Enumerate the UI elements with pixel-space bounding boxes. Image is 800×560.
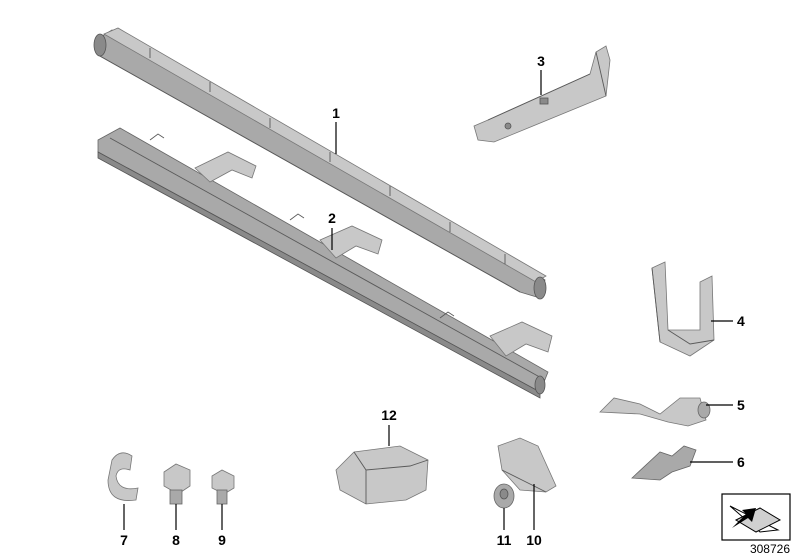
callout-12: 12 bbox=[381, 407, 397, 423]
callout-1: 1 bbox=[332, 105, 340, 121]
callout-6: 6 bbox=[737, 454, 745, 470]
part-11-grommet[interactable] bbox=[493, 483, 515, 509]
callout-4: 4 bbox=[737, 313, 745, 329]
part-1-cable-duct[interactable] bbox=[93, 27, 547, 300]
part-3-bracket[interactable] bbox=[473, 45, 611, 143]
part-12-cap[interactable] bbox=[335, 445, 429, 505]
part-9-bolt[interactable] bbox=[211, 469, 235, 505]
leader-lines bbox=[123, 70, 733, 530]
callout-8: 8 bbox=[172, 532, 180, 548]
part-7-clip[interactable] bbox=[107, 452, 139, 501]
part-8-bolt[interactable] bbox=[163, 463, 191, 505]
callout-7: 7 bbox=[120, 532, 128, 548]
callout-2: 2 bbox=[328, 210, 336, 226]
part-6-holder[interactable] bbox=[631, 445, 697, 481]
part-4-u-clip[interactable] bbox=[651, 261, 715, 357]
arrow-cut-corner-icon bbox=[721, 493, 791, 541]
callout-10: 10 bbox=[526, 532, 542, 548]
part-2-cable-rail[interactable] bbox=[97, 127, 553, 399]
callout-labels: 1 2 3 4 5 6 7 8 9 10 11 12 bbox=[120, 53, 745, 548]
callout-5: 5 bbox=[737, 397, 745, 413]
part-5-bracket[interactable] bbox=[599, 397, 711, 427]
callout-3: 3 bbox=[537, 53, 545, 69]
callout-9: 9 bbox=[218, 532, 226, 548]
part-10-cover[interactable] bbox=[497, 437, 557, 493]
callout-11: 11 bbox=[497, 532, 512, 548]
document-number: 308726 bbox=[750, 542, 790, 556]
